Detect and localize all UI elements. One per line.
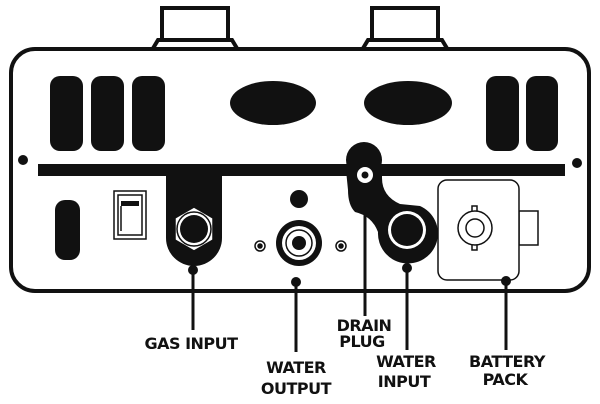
vents-right: [486, 76, 558, 151]
label-battery-pack-line1: BATTERY: [469, 352, 546, 371]
indicator-dot: [290, 190, 308, 208]
vents-left: [50, 76, 165, 151]
screw-right: [572, 158, 582, 168]
water-input-fitting: [388, 211, 426, 249]
side-slot: [55, 200, 80, 260]
top-connector-left: [148, 6, 242, 52]
label-water-input-line2: INPUT: [378, 372, 431, 391]
battery-pack: [437, 179, 539, 281]
top-connector-right: [358, 6, 452, 52]
mounting-screws: [254, 240, 347, 252]
label-battery-pack-line2: PACK: [483, 370, 529, 389]
label-water-input-line1: WATER: [376, 352, 436, 371]
oval-vent-right: [364, 81, 452, 125]
label-drain-plug-line2: PLUG: [339, 332, 384, 351]
screw-left: [18, 155, 28, 165]
label-drain-plug-line1: DRAIN: [337, 316, 392, 335]
power-switch: [113, 190, 147, 240]
gas-input-fitting: [174, 206, 214, 252]
label-water-output-line2: OUTPUT: [261, 379, 332, 398]
label-gas-input: GAS INPUT: [144, 334, 238, 353]
callout-lines: [188, 263, 511, 352]
drain-plug: [357, 167, 373, 183]
label-water-output-line1: WATER: [266, 358, 326, 377]
oval-vent-left: [230, 81, 316, 125]
water-output-fitting: [276, 220, 322, 266]
